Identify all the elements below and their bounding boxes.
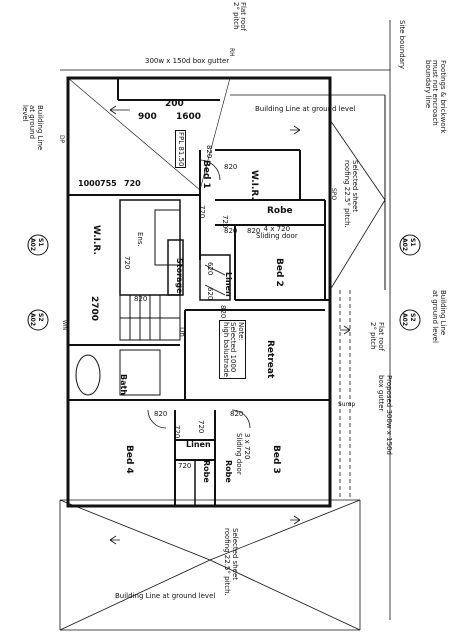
dim-820-g: 820	[205, 145, 213, 159]
note-roofing-bottom: Selected sheet roofing 22.5° pitch.	[223, 528, 239, 596]
dim-620-a: 620	[206, 262, 214, 276]
room-bath: Bath	[119, 374, 128, 396]
room-bed-2: Bed 2	[274, 258, 284, 287]
dim-755: 755	[100, 179, 117, 188]
room-linen-1: Linen	[224, 272, 233, 297]
dim-620-b: 620	[206, 287, 214, 301]
note-balustrade: Note: Selected 1000 high balustrade	[218, 320, 246, 379]
note-building-line-right: Building Line at ground level	[431, 290, 447, 343]
dim-720-f: 720	[221, 215, 229, 229]
section-marker-s1-left: S1	[37, 238, 44, 247]
dim-2700: 2700	[89, 296, 99, 322]
section-marker-a02-left-2: A02	[29, 313, 36, 326]
dim-820-b: 820	[224, 227, 238, 235]
dim-720-c: 720	[173, 425, 181, 439]
room-robe-2: Robe	[202, 460, 211, 483]
dim-720-e: 720	[123, 256, 131, 270]
stair-down-label: Dn	[178, 327, 186, 337]
dim-900: 900	[138, 112, 157, 122]
section-marker-a02-right-2: A02	[401, 313, 408, 326]
dim-720-b: 720	[178, 462, 192, 470]
room-bed-1: Bed 1	[201, 160, 211, 189]
dim-820-e: 820	[230, 410, 244, 418]
section-markers	[27, 234, 421, 331]
note-footings: Footings & brickwork must not encroach b…	[423, 60, 447, 134]
dim-1600: 1600	[176, 112, 202, 122]
note-flat-roof-right: Flat roof 2° pitch	[369, 322, 385, 351]
rainhead-marker: RH	[228, 48, 235, 57]
note-proposed-gutter: Proposed 300w x 150d box gutter	[377, 375, 393, 455]
dim-820-f: 820	[134, 295, 148, 303]
room-storage: Storage	[175, 258, 184, 294]
note-box-gutter-top: 300w x 150d box gutter	[145, 57, 230, 65]
window-marker: WIN	[61, 320, 67, 331]
note-building-line-bottom: Building Line at ground level	[115, 592, 216, 600]
section-marker-s2-left: S2	[37, 313, 44, 322]
note-sump: Sump	[338, 401, 356, 408]
section-marker-a02-right: A02	[401, 238, 408, 251]
room-ensuite: Ens.	[136, 232, 144, 247]
dim-820-d: 820	[154, 410, 168, 418]
note-building-line-top: Building Line at ground level	[255, 105, 356, 113]
dim-820-h: 820	[219, 305, 227, 319]
room-bed-4: Bed 4	[124, 445, 134, 474]
section-marker-s2-right: S2	[409, 313, 416, 322]
outer-walls	[66, 76, 332, 508]
note-site-boundary: Site boundary	[398, 20, 406, 70]
floor-level-label: FPL 81.50	[175, 130, 186, 169]
dim-820-c: 820	[247, 227, 261, 235]
dim-720: 720	[124, 179, 141, 188]
dim-720-a: 720	[198, 205, 206, 219]
room-wir-1: W.I.R.	[249, 170, 259, 200]
room-bed-3: Bed 3	[271, 445, 281, 474]
note-flat-roof-top: Flat roof 2° pitch	[232, 2, 247, 31]
dim-820-a: 820	[224, 163, 238, 171]
note-sliding-door-2: 3 x 720 Sliding door	[235, 433, 251, 475]
room-robe-3: Robe	[224, 460, 233, 483]
note-roofing-right: Selected sheet roofing 22.5° pitch.	[343, 160, 359, 228]
section-marker-a02-left: A02	[29, 238, 36, 251]
note-building-line-left: Building Line at ground level	[20, 105, 44, 151]
dim-1000: 1000	[78, 179, 101, 188]
downpipe-marker: DP	[58, 135, 65, 144]
spreader-marker: SPO	[330, 188, 337, 201]
dim-200: 200	[165, 99, 184, 109]
note-sliding-door-1: 4 x 720 Sliding door	[256, 225, 298, 240]
dim-720-d: 720	[197, 420, 205, 434]
room-wir-2: W.I.R.	[91, 225, 101, 255]
room-linen-2: Linen	[186, 440, 211, 449]
section-marker-s1-right: S1	[409, 238, 416, 247]
room-retreat: Retreat	[265, 340, 275, 379]
room-robe-1: Robe	[267, 206, 293, 216]
